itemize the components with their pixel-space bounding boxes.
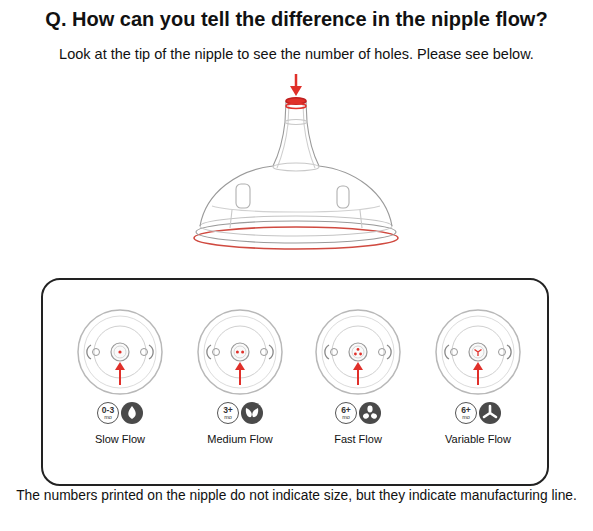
age-unit: mo <box>104 415 112 421</box>
age-badge: 6+mo <box>455 402 477 424</box>
title: Q. How can you tell the difference in th… <box>45 8 547 31</box>
flow-icon <box>359 402 381 424</box>
age-number: 6+ <box>461 406 471 415</box>
flow-label: Fast Flow <box>334 433 382 446</box>
nipple-top-view <box>316 310 400 394</box>
pointer-arrow <box>290 74 302 96</box>
panel-frame <box>42 279 548 485</box>
flow-label: Variable Flow <box>445 433 511 446</box>
flow-label: Slow Flow <box>95 433 145 446</box>
flow-icon <box>121 402 143 424</box>
nipple-top-view <box>436 310 520 394</box>
caption: The numbers printed on the nipple do not… <box>16 488 577 504</box>
age-badge: 0-3mo <box>97 402 119 424</box>
age-number: 6+ <box>341 406 351 415</box>
age-unit: mo <box>462 415 470 421</box>
nipple-top-view <box>198 310 282 394</box>
age-number: 0-3 <box>102 406 114 415</box>
flow-icon <box>479 402 501 424</box>
age-unit: mo <box>224 415 232 421</box>
flow-icon <box>241 402 263 424</box>
nipple-top-view <box>78 310 162 394</box>
age-number: 3+ <box>223 406 233 415</box>
nipple-illustration <box>194 98 398 249</box>
age-badge: 6+mo <box>335 402 357 424</box>
age-unit: mo <box>342 415 350 421</box>
flow-label: Medium Flow <box>207 433 272 446</box>
subtitle: Look at the tip of the nipple to see the… <box>59 46 534 63</box>
age-badge: 3+mo <box>217 402 239 424</box>
